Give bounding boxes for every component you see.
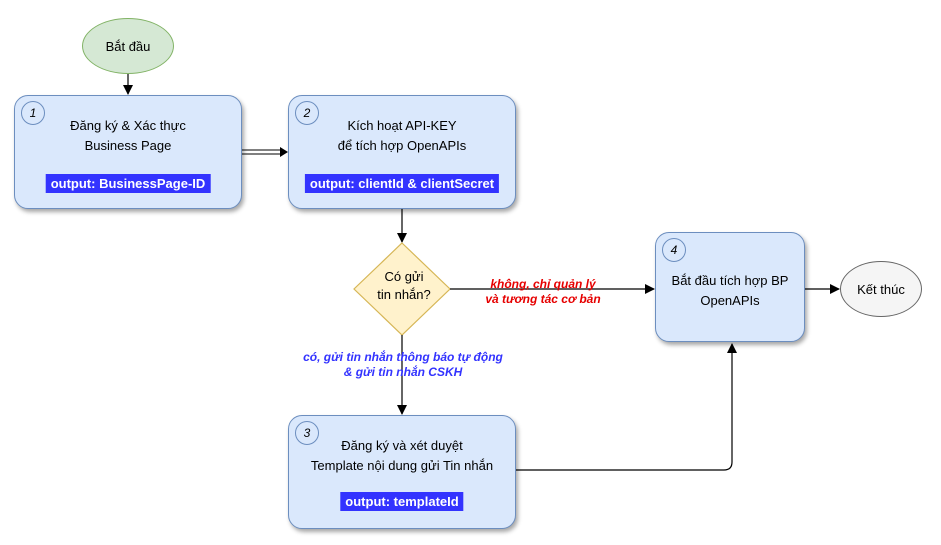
step1-title-line2: Business Page	[84, 138, 172, 153]
start-node: Bắt đầu	[82, 18, 174, 74]
step2-box: 2 Kích hoạt API-KEY để tích hợp OpenAPIs…	[288, 95, 516, 209]
decision-line1: Có gửi	[384, 269, 424, 284]
step3-box: 3 Đăng ký và xét duyệt Template nội dung…	[288, 415, 516, 529]
edge-no-line1: không, chỉ quản lý	[490, 277, 596, 291]
end-label: Kết thúc	[857, 281, 905, 297]
step1-number: 1	[21, 101, 45, 125]
step3-title-line2: Template nội dung gửi Tin nhắn	[310, 458, 494, 473]
edge-yes-line1: có, gửi tin nhắn thông báo tự động	[303, 350, 503, 364]
decision-label: Có gửi tin nhắn?	[356, 268, 452, 304]
decision-line2: tin nhắn?	[377, 287, 431, 302]
edge-no-label: không, chỉ quản lý và tương tác cơ bản	[468, 277, 618, 307]
edge-no-line2: và tương tác cơ bản	[485, 292, 601, 306]
edge-step1-to-step2	[242, 147, 288, 157]
end-node: Kết thúc	[840, 261, 922, 317]
step3-number: 3	[295, 421, 319, 445]
step3-title-line1: Đăng ký và xét duyệt	[341, 438, 463, 453]
start-label: Bắt đầu	[105, 38, 151, 54]
step1-title-line1: Đăng ký & Xác thực	[70, 118, 186, 133]
edge-yes-label: có, gửi tin nhắn thông báo tự động & gửi…	[274, 350, 532, 380]
step2-title-line2: để tích hợp OpenAPIs	[337, 138, 467, 153]
step1-box: 1 Đăng ký & Xác thực Business Page outpu…	[14, 95, 242, 209]
edge-yes-line2: & gửi tin nhắn CSKH	[343, 365, 463, 379]
step2-number: 2	[295, 101, 319, 125]
step4-box: 4 Bắt đầu tích hợp BP OpenAPIs	[655, 232, 805, 342]
edge-step3-to-step4	[516, 343, 737, 471]
step3-output: output: templateId	[340, 492, 464, 511]
step2-title-line1: Kích hoạt API-KEY	[347, 118, 457, 133]
step1-output: output: BusinessPage-ID	[45, 174, 211, 193]
step4-title-line2: OpenAPIs	[700, 293, 760, 308]
step2-output: output: clientId & clientSecret	[304, 174, 500, 193]
step4-title-line1: Bắt đầu tích hợp BP	[671, 273, 789, 288]
step4-number: 4	[662, 238, 686, 262]
